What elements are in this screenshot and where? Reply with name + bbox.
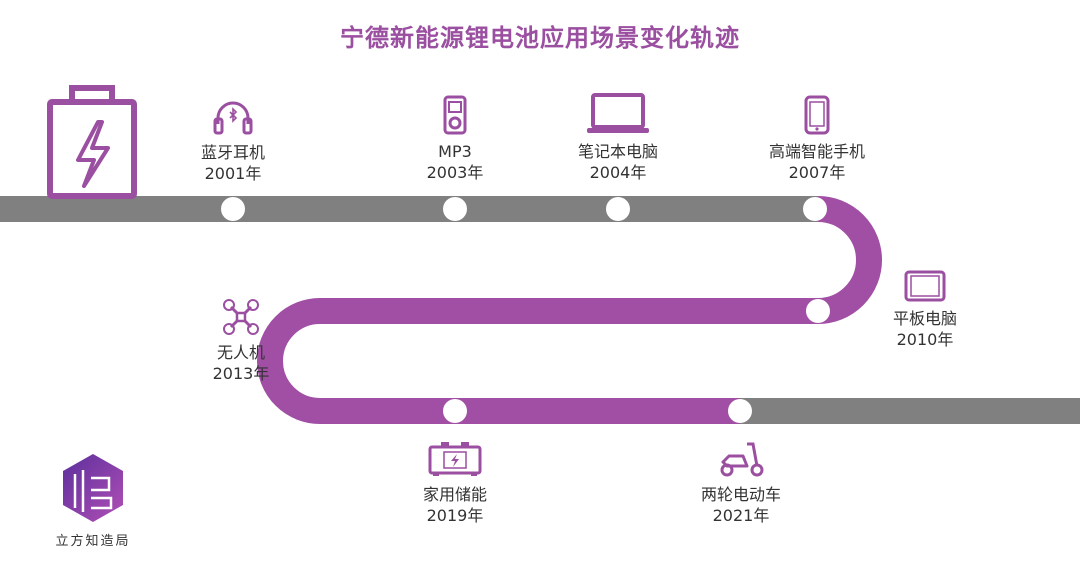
milestone-year: 2003年 <box>426 163 484 182</box>
milestone-drone: 无人机 2013年 <box>196 298 286 384</box>
milestone-tablet: 平板电脑 2010年 <box>875 270 975 350</box>
milestone-dot <box>443 197 467 221</box>
milestone-mp3: MP3 2003年 <box>410 95 500 183</box>
milestone-smartphone: 高端智能手机 2007年 <box>757 95 877 183</box>
mp3-player-icon <box>443 95 467 135</box>
milestone-label: 无人机 <box>216 343 265 362</box>
brand-logo: 立方知造局 <box>38 452 148 549</box>
milestone-label: 家用储能 <box>422 485 487 504</box>
milestone-year: 2019年 <box>426 506 484 525</box>
track-purple-curve <box>257 196 882 424</box>
milestone-bluetooth-headset: 蓝牙耳机 2001年 <box>188 98 278 184</box>
milestone-year: 2010年 <box>896 330 954 349</box>
milestone-dot <box>728 399 752 423</box>
milestone-dot <box>606 197 630 221</box>
milestone-dot <box>806 299 830 323</box>
home-storage-battery-icon <box>428 442 482 476</box>
electric-scooter-icon <box>720 442 764 477</box>
milestone-year: 2007年 <box>788 163 846 182</box>
battery-icon <box>47 85 137 199</box>
milestone-dot <box>803 197 827 221</box>
milestone-electric-scooter: 两轮电动车 2021年 <box>686 440 796 526</box>
milestone-year: 2001年 <box>204 164 262 183</box>
milestone-dot <box>291 349 315 373</box>
track-top-gray <box>0 196 818 222</box>
headphones-icon <box>213 101 253 135</box>
lightning-bolt-icon <box>76 120 110 188</box>
brand-name: 立方知造局 <box>55 534 131 549</box>
milestone-label: 高端智能手机 <box>768 142 865 161</box>
milestone-home-storage: 家用储能 2019年 <box>410 440 500 526</box>
track-bottom-gray <box>740 398 1080 424</box>
milestone-year: 2004年 <box>589 163 647 182</box>
milestone-label: 蓝牙耳机 <box>200 143 265 162</box>
milestone-dot <box>221 197 245 221</box>
milestone-label: 两轮电动车 <box>700 485 781 504</box>
milestone-laptop: 笔记本电脑 2004年 <box>558 93 678 183</box>
drone-icon <box>223 299 259 335</box>
milestone-year: 2021年 <box>712 506 770 525</box>
milestone-label: MP3 <box>438 142 472 161</box>
laptop-icon <box>587 93 649 133</box>
milestone-dot <box>443 399 467 423</box>
milestone-label: 笔记本电脑 <box>577 142 658 161</box>
milestone-label: 平板电脑 <box>892 309 957 328</box>
page-title: 宁德新能源锂电池应用场景变化轨迹 <box>340 24 740 52</box>
tablet-icon <box>904 270 946 302</box>
smartphone-icon <box>804 95 830 135</box>
milestone-year: 2013年 <box>212 364 270 383</box>
cube-logo-icon <box>63 454 123 522</box>
